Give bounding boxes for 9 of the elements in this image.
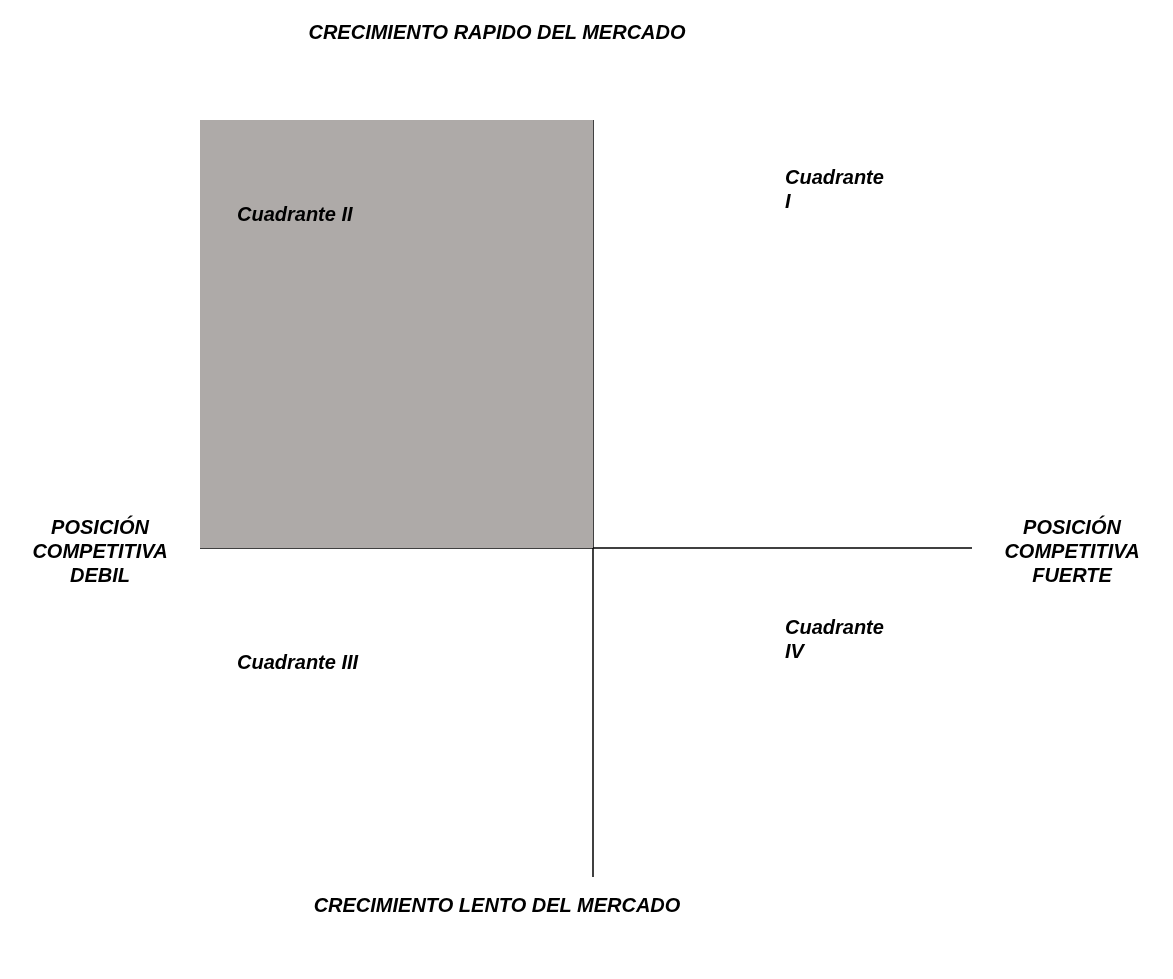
quadrant-label: Cuadrante II <box>237 202 353 226</box>
quadrant-label: Cuadrante III <box>237 650 360 674</box>
axis-title: CRECIMIENTO RAPIDO DEL MERCADO <box>307 20 687 44</box>
axis-title: POSICIÓN COMPETITIVA FUERTE <box>1003 515 1141 587</box>
axis-title: CRECIMIENTO LENTO DEL MERCADO <box>312 893 682 917</box>
axis-title: POSICIÓN COMPETITIVA DEBIL <box>31 515 169 587</box>
shaded-quadrant <box>200 120 593 548</box>
quadrant-label: Cuadrante IV <box>785 615 885 663</box>
quadrant-label: Cuadrante I <box>785 165 885 213</box>
